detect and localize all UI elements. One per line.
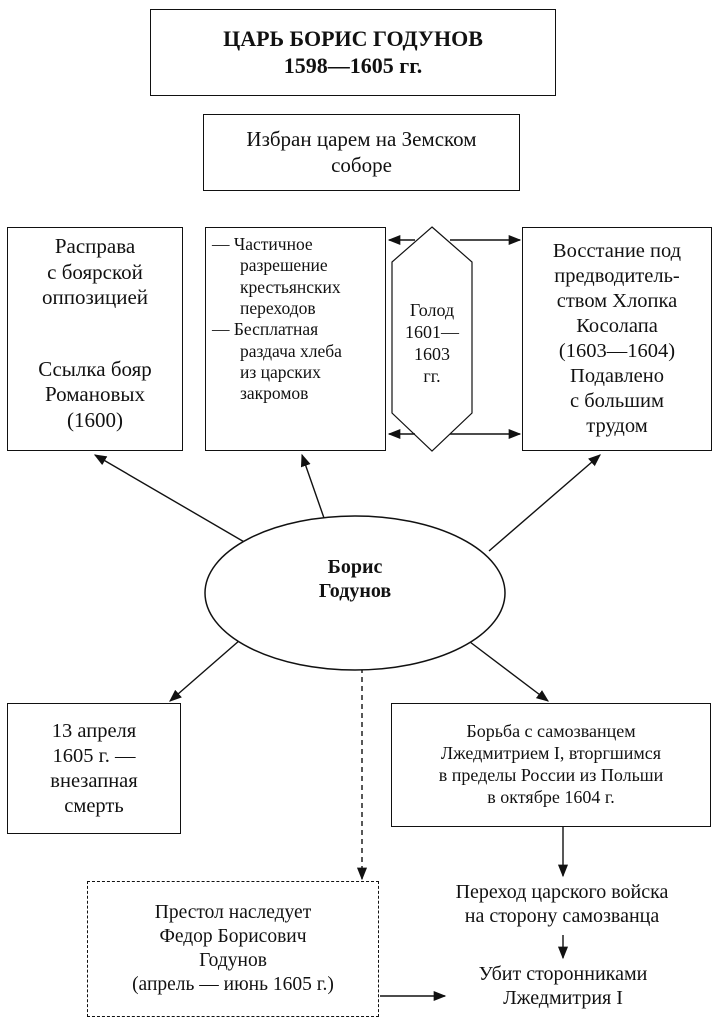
- arrow-to-peasant: [300, 453, 325, 519]
- struggle-box: Борьба с самозванцем Лжедмитрием I, втор…: [391, 703, 711, 827]
- reprisal-box: Расправа с боярской оппозицией Ссылка бо…: [7, 227, 183, 451]
- successor-line-3: Годунов: [199, 950, 267, 971]
- transition-text: Переход царского войска на сторону самоз…: [412, 880, 712, 929]
- uprising-line-1: Восстание под: [552, 240, 682, 262]
- killed-text: Убит сторонниками Лжедмитрия I: [433, 962, 693, 1011]
- arrow-to-reprisal: [93, 454, 247, 544]
- reprisal-line-2: с боярской: [47, 259, 143, 284]
- title-box: ЦАРЬ БОРИС ГОДУНОВ 1598—1605 гг.: [150, 9, 556, 96]
- transition-line-1: Переход царского войска: [455, 881, 669, 903]
- killed-line-1: Убит сторонниками: [478, 963, 648, 985]
- peasant-line-1: — Частичное: [212, 234, 313, 254]
- uprising-line-5: (1603—1604): [558, 340, 676, 362]
- famine-line-1: Голод: [409, 300, 455, 320]
- killed-line-2: Лжедмитрия I: [503, 987, 623, 1010]
- elected-line-1: Избран царем на Земском: [246, 126, 477, 151]
- uprising-line-8: трудом: [586, 415, 648, 437]
- successor-box: Престол наследует Федор Борисович Годуно…: [87, 881, 379, 1017]
- peasant-line-3: крестьянских: [240, 276, 341, 297]
- struggle-line-3: в пределы России из Польши: [438, 765, 664, 785]
- peasant-line-6: раздача хлеба: [240, 340, 342, 361]
- death-line-2: 1605 г. —: [52, 744, 136, 767]
- uprising-line-6: Подавлено: [570, 365, 664, 387]
- uprising-line-4: Косолапа: [576, 315, 658, 337]
- reprisal-line-4: Ссылка бояр: [38, 356, 152, 381]
- transition-line-2: на сторону самозванца: [464, 905, 660, 928]
- elected-box: Избран царем на Земском соборе: [203, 114, 520, 191]
- famine-line-2: 1601—1603: [405, 321, 459, 364]
- peasant-line-5: — Бесплатная: [212, 319, 319, 340]
- famine-line-3: гг.: [423, 365, 441, 386]
- reprisal-line-6: (1600): [67, 408, 123, 433]
- arrow-to-death: [169, 639, 241, 702]
- successor-line-4: (апрель — июнь 1605 г.): [132, 973, 334, 995]
- peasant-line-2: разрешение: [240, 255, 328, 276]
- death-line-3: внезапная: [50, 769, 138, 792]
- peasant-line-7: из царских: [240, 362, 321, 383]
- reprisal-line-5: Романовых: [45, 382, 145, 407]
- death-line-1: 13 апреля: [51, 719, 137, 742]
- uprising-box: Восстание под предводитель- ством Хлопка…: [522, 227, 712, 451]
- title-line-1: ЦАРЬ БОРИС ГОДУНОВ: [223, 25, 483, 51]
- death-box: 13 апреля 1605 г. — внезапная смерть: [7, 703, 181, 834]
- famine-label: Голод 1601—1603 гг.: [392, 300, 472, 388]
- peasant-measures-box: — Частичное разрешение крестьянских пере…: [205, 227, 386, 451]
- center-ellipse: [204, 515, 506, 671]
- struggle-line-1: Борьба с самозванцем: [466, 721, 636, 742]
- center-label: Борис Годунов: [255, 555, 455, 604]
- reprisal-line-1: Расправа: [54, 234, 136, 258]
- struggle-line-2: Лжедмитрием I, вторгшимся: [440, 743, 662, 764]
- center-line-2: Годунов: [318, 580, 392, 603]
- title-line-2: 1598—1605 гг.: [283, 52, 423, 78]
- famine-shape: [391, 226, 473, 452]
- center-line-1: Борис: [327, 556, 383, 578]
- reprisal-line-3: оппозицией: [41, 285, 149, 310]
- uprising-line-2: предводитель-: [554, 265, 680, 287]
- successor-line-1: Престол наследует: [154, 902, 312, 924]
- arrow-to-struggle: [469, 641, 550, 702]
- peasant-line-8: закромов: [240, 383, 309, 404]
- arrow-to-uprising: [488, 454, 601, 552]
- struggle-line-4: в октябре 1604 г.: [487, 786, 615, 807]
- death-line-4: смерть: [64, 794, 124, 817]
- uprising-line-3: ством Хлопка: [556, 290, 678, 312]
- elected-line-2: соборе: [331, 152, 392, 177]
- uprising-line-7: с большим: [570, 390, 664, 412]
- successor-line-2: Федор Борисович: [159, 926, 307, 948]
- peasant-line-4: переходов: [240, 298, 316, 319]
